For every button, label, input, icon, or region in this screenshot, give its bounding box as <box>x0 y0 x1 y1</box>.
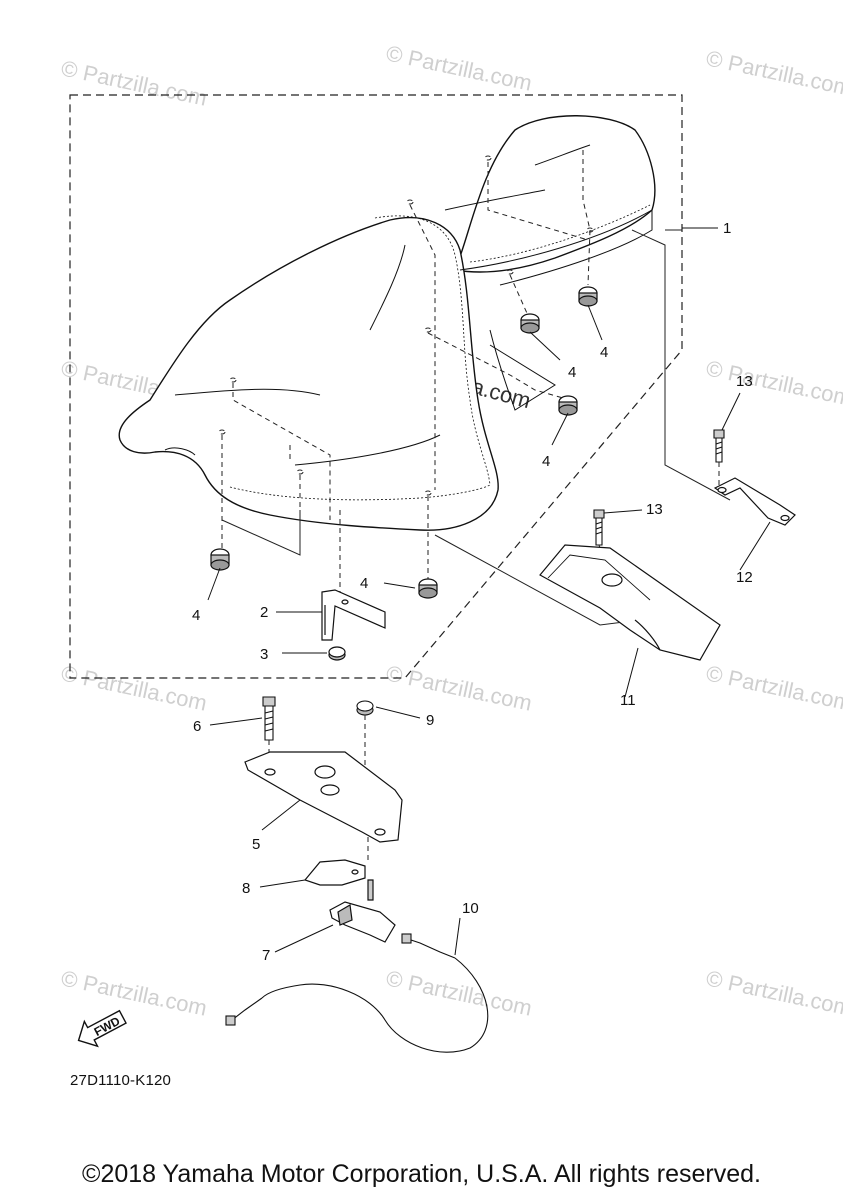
watermark-text: © Partzilla.com <box>704 355 843 410</box>
callout-11: 11 <box>620 692 636 709</box>
callout-13: 13 <box>646 501 663 518</box>
callout-7: 7 <box>262 947 270 964</box>
callout-2: 2 <box>260 604 268 621</box>
callout-6: 6 <box>193 718 201 735</box>
callout-4: 4 <box>360 575 368 592</box>
watermark-text: © Partzilla.com <box>59 55 209 110</box>
assembly-boundary <box>69 94 683 679</box>
nut-part-3 <box>328 646 346 661</box>
callout-4: 4 <box>542 453 550 470</box>
callout-1: 1 <box>723 220 731 237</box>
callout-3: 3 <box>260 646 268 663</box>
bolt-part-6 <box>262 696 276 741</box>
bracket-part-12 <box>713 477 796 526</box>
mount-hidden-lines <box>218 150 594 600</box>
plate-part-5 <box>244 751 403 843</box>
callout-12: 12 <box>736 569 753 586</box>
watermark-text: © Partzilla.com <box>704 965 843 1020</box>
copyright-notice: ©2018 Yamaha Motor Corporation, U.S.A. A… <box>82 1160 761 1188</box>
callout-8: 8 <box>242 880 250 897</box>
watermark-text: © Partzilla.com <box>384 660 534 715</box>
callout-9: 9 <box>426 712 434 729</box>
fwd-arrow-icon: FWD <box>77 1009 127 1048</box>
callout-4: 4 <box>600 344 608 361</box>
nut-part-9 <box>356 700 374 716</box>
nut-part-4 <box>210 286 598 599</box>
leader-lines <box>207 227 771 956</box>
callout-5: 5 <box>252 836 260 853</box>
watermark-text: © Partzilla.com <box>704 45 843 100</box>
callout-4: 4 <box>568 364 576 381</box>
seat-assembly <box>118 115 656 531</box>
hook-part-8 <box>303 859 366 886</box>
watermark-text: © Partzilla.com <box>59 965 209 1020</box>
watermark-layer: © Partzilla.com © Partzilla.com © Partzi… <box>59 40 843 1020</box>
callout-4: 4 <box>192 607 200 624</box>
diagram-code: 27D1110-K120 <box>70 1072 172 1089</box>
bracket-part-2 <box>321 589 386 641</box>
watermark-text: © Partzilla.com <box>59 660 209 715</box>
cover-part-11 <box>539 544 721 661</box>
cable-part-10 <box>225 933 489 1053</box>
latch-part-7 <box>329 879 396 943</box>
watermark-text: © Partzilla.com <box>384 40 534 95</box>
watermark-text: © Partzilla.com <box>704 660 843 715</box>
callout-labels: 1 2 3 4 4 4 4 4 5 6 7 8 9 10 11 12 13 13 <box>192 220 753 964</box>
callout-13: 13 <box>736 373 753 390</box>
bolt-part-13 <box>593 429 725 546</box>
watermark-text: © Partzilla.com <box>384 965 534 1020</box>
callout-10: 10 <box>462 900 479 917</box>
